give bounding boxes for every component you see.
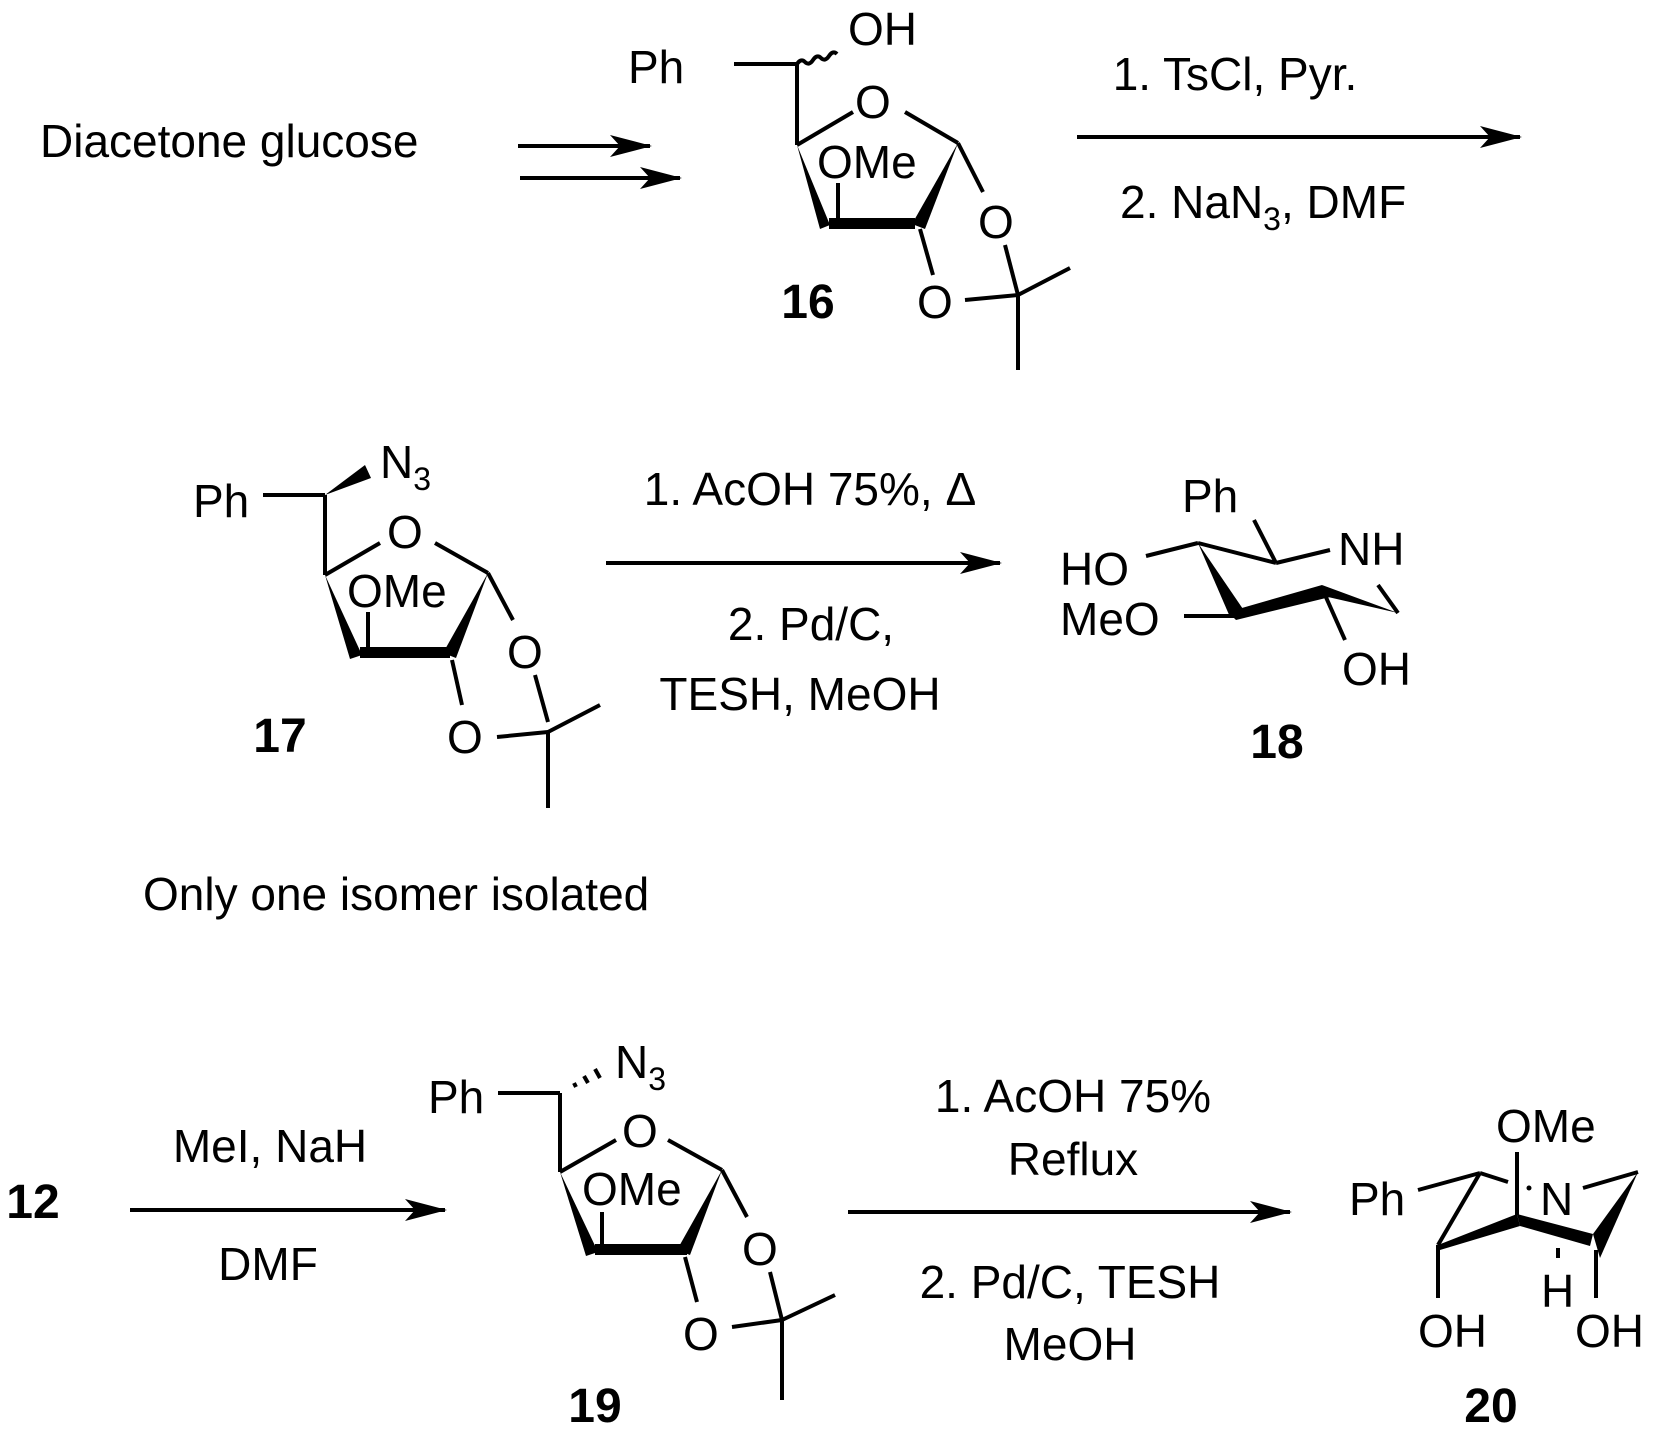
phenyl-label: Ph [1182,470,1238,522]
compound-12-label: 12 [6,1176,59,1229]
hashed-bond [572,1068,602,1088]
multistep-arrow [518,135,682,189]
nitrogen-label: N [1540,1173,1573,1225]
compound-16-label: 16 [781,276,834,329]
wavy-bond [795,50,839,66]
reagent-dmf: DMF [218,1238,318,1290]
azide-label: N3 [380,436,431,497]
compound-19: Ph N3 O OMe O O 19 [428,1036,836,1430]
lone-pair-dot [1526,1185,1532,1191]
reagent-acoh: 1. AcOH 75% [935,1070,1211,1122]
phenyl-label: Ph [628,41,684,93]
compound-20: OMe Ph N H OH OH 20 [1349,1100,1644,1430]
acetonide-oxygen-2: O [683,1308,719,1360]
hydroxyl-label: HO [1060,543,1129,595]
reagent-pdc: 2. Pd/C, [728,598,894,650]
methoxy-label: OMe [817,136,917,188]
acetonide-oxygen-1: O [507,626,543,678]
reagent-pdc-tesh: 2. Pd/C, TESH [920,1256,1221,1308]
acetonide-oxygen-2: O [447,711,483,763]
reagent-mei-nah: MeI, NaH [173,1120,367,1172]
acetonide-oxygen-2: O [917,276,953,328]
reagent-reflux: Reflux [1008,1133,1138,1185]
phenyl-label: Ph [1349,1173,1405,1225]
compound-18-label: 18 [1250,716,1303,769]
compound-19-label: 19 [568,1380,621,1430]
reagent-nan3: 2. NaN3, DMF [1120,176,1406,237]
hydroxyl-label-1: OH [1418,1305,1487,1357]
reagent-meoh: MeOH [1004,1318,1137,1370]
hydroxyl-label: OH [848,3,917,55]
amine-label: NH [1338,523,1404,575]
methoxy-label: OMe [347,565,447,617]
reaction-arrow-16-17: 1. TsCl, Pyr. 2. NaN3, DMF [1077,48,1522,237]
compound-17-label: 17 [253,710,306,763]
methoxy-label: OMe [582,1163,682,1215]
reagent-tesh-meoh: TESH, MeOH [659,668,940,720]
acetonide-oxygen-1: O [978,196,1014,248]
reaction-arrow-12-19: MeI, NaH DMF [130,1120,447,1290]
compound-20-label: 20 [1464,1380,1517,1430]
methoxy-label: OMe [1496,1100,1596,1152]
ring-oxygen: O [855,76,891,128]
reaction-arrow-19-20: 1. AcOH 75% Reflux 2. Pd/C, TESH MeOH [848,1070,1292,1370]
ring-oxygen: O [622,1105,658,1157]
azide-label: N3 [615,1036,666,1097]
starting-material-label: Diacetone glucose [40,115,418,167]
hydroxyl-label-2: OH [1575,1305,1644,1357]
methoxy-label: MeO [1060,593,1160,645]
phenyl-label: Ph [193,475,249,527]
reagent-tscl: 1. TsCl, Pyr. [1113,48,1358,100]
reagent-acoh-heat: 1. AcOH 75%, Δ [644,463,976,515]
hydrogen-label: H [1541,1265,1574,1317]
ring-oxygen: O [387,506,423,558]
compound-17: Ph N3 O OMe O O 17 [193,436,601,808]
wedge-bond [325,465,371,495]
compound-18: Ph HO MeO NH OH 18 [1060,470,1411,769]
phenyl-label: Ph [428,1071,484,1123]
compound-16: Ph OH O OMe O O 16 [628,3,1071,370]
reaction-arrow-17-18: 1. AcOH 75%, Δ 2. Pd/C, TESH, MeOH [606,463,1002,720]
hydroxyl-label-2: OH [1342,643,1411,695]
isomer-note: Only one isomer isolated [143,868,649,920]
acetonide-oxygen-1: O [742,1223,778,1275]
